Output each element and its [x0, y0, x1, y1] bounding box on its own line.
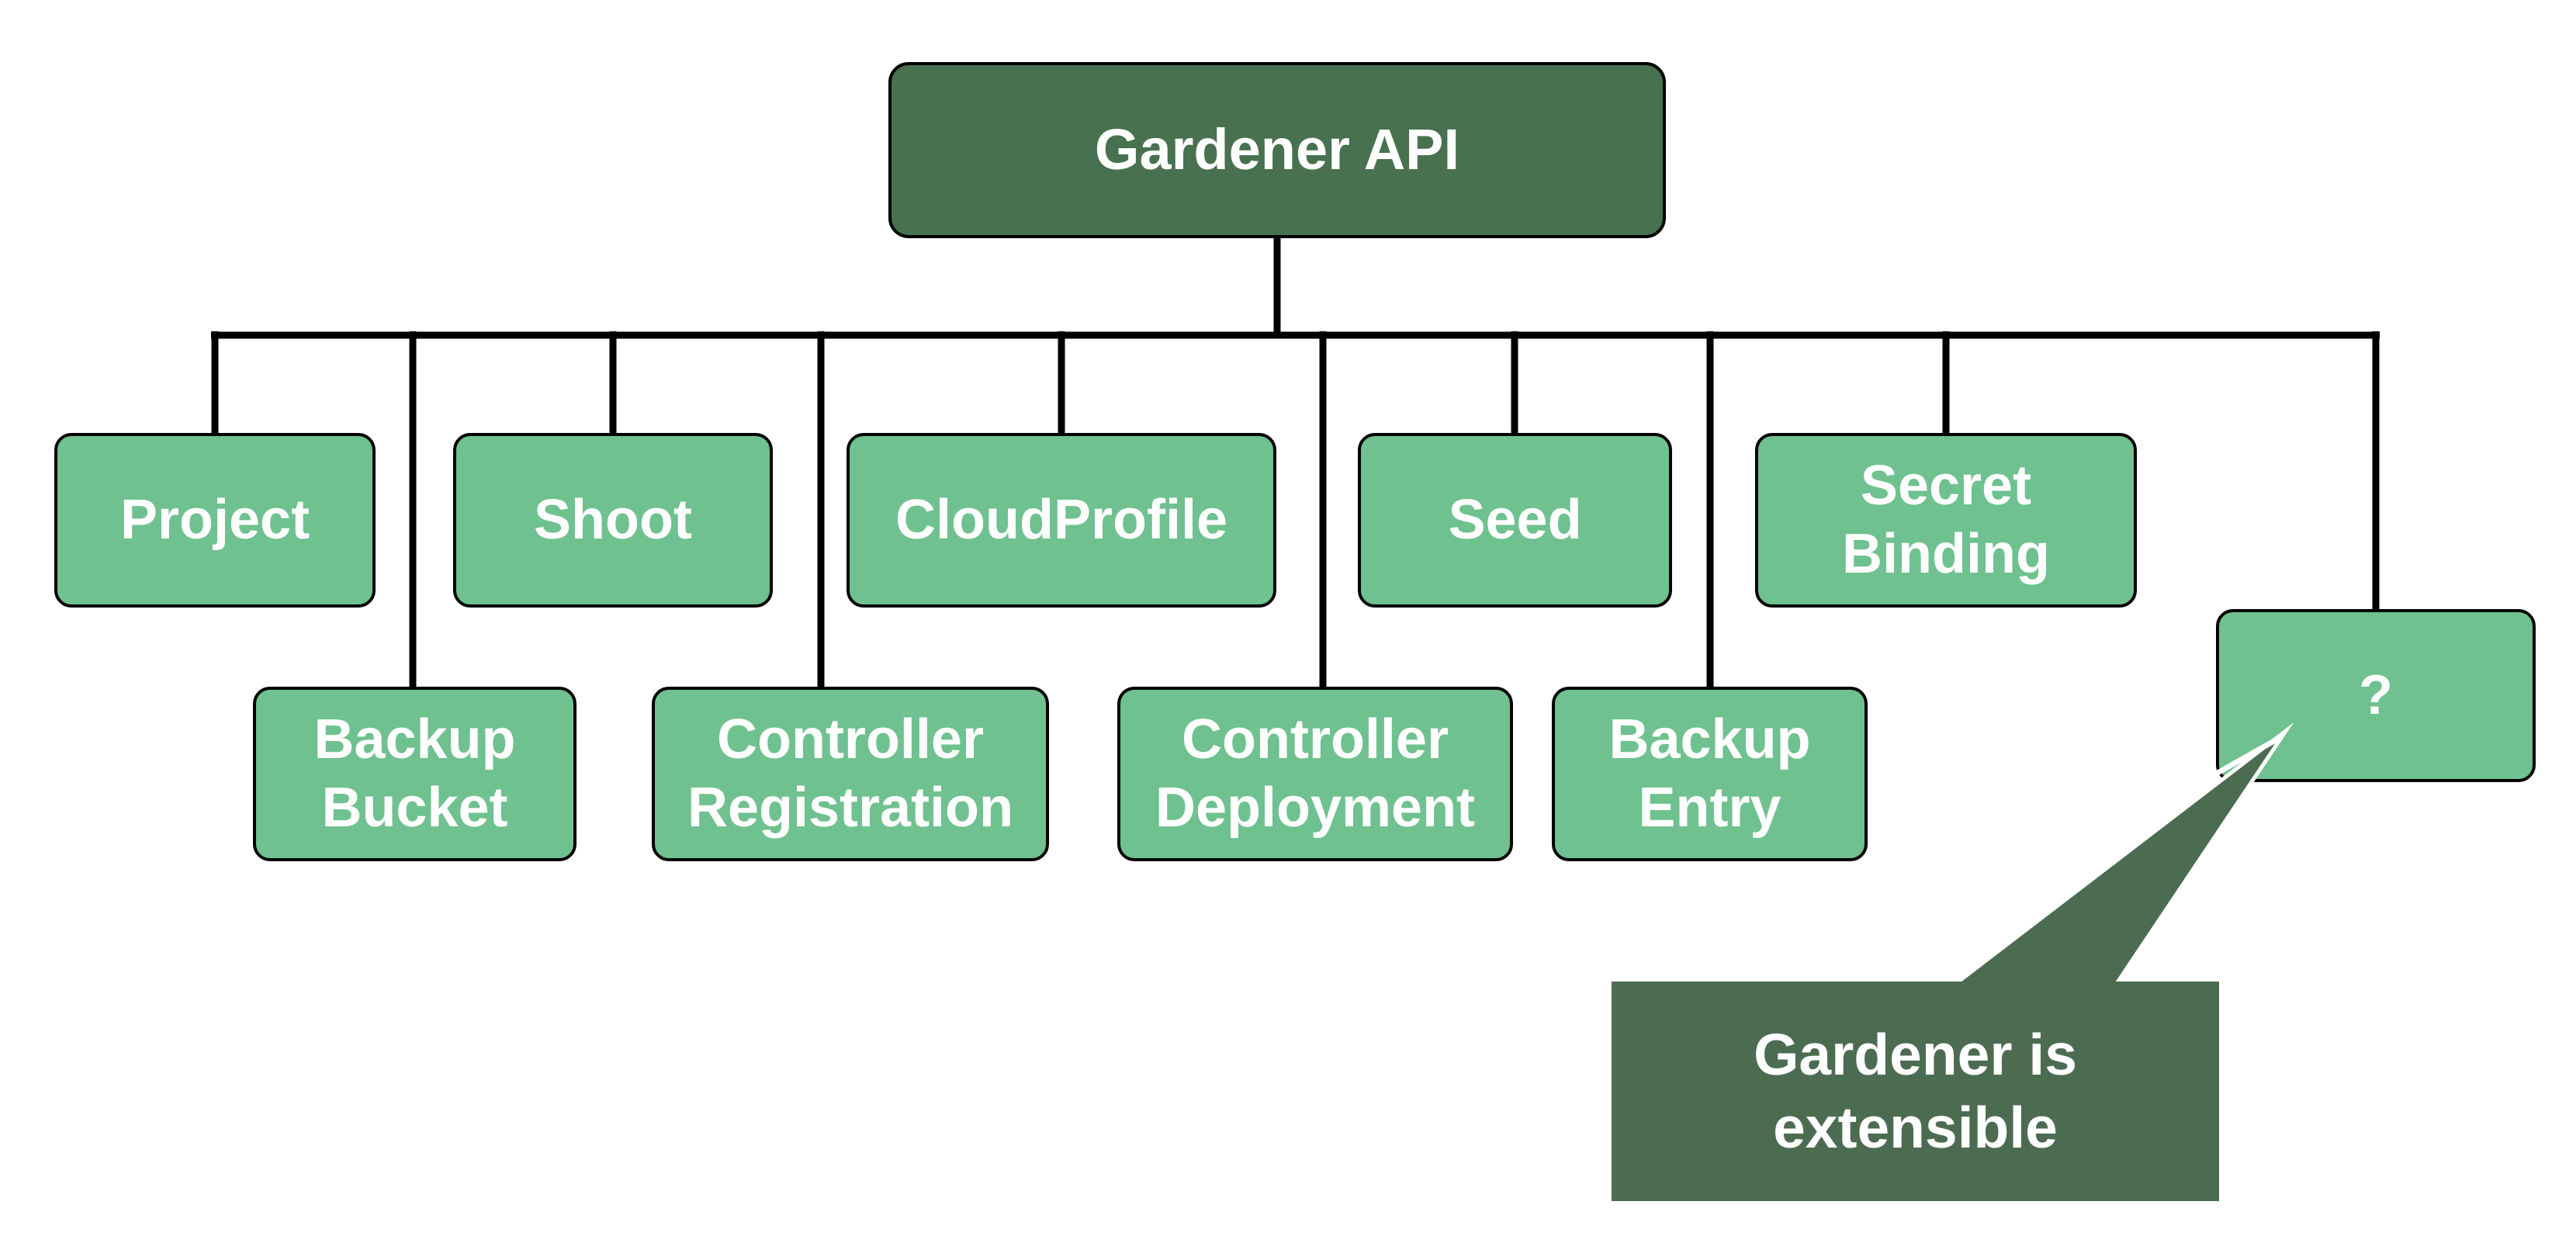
node-label: Backup Bucket	[313, 708, 516, 839]
node-label: Project	[119, 488, 310, 551]
node-backup-entry: Backup Entry	[1552, 687, 1868, 861]
node-question-mark: ?	[2216, 609, 2536, 782]
node-label: Shoot	[534, 488, 692, 551]
node-controller-registration: Controller Registration	[652, 687, 1049, 861]
node-label: Gardener API	[1094, 117, 1460, 182]
node-label: Controller Registration	[687, 708, 1014, 839]
node-project: Project	[54, 433, 376, 608]
node-cloudprofile: CloudProfile	[847, 433, 1276, 608]
node-label: ?	[2359, 663, 2393, 726]
node-label: Seed	[1448, 488, 1582, 551]
callout-gardener-extensible: Gardener is extensible	[1612, 982, 2219, 1201]
node-label: CloudProfile	[895, 488, 1227, 551]
node-shoot: Shoot	[453, 433, 773, 608]
node-label: Controller Deployment	[1155, 708, 1476, 839]
node-label: Secret Binding	[1842, 454, 2050, 585]
node-seed: Seed	[1358, 433, 1672, 608]
node-label: Backup Entry	[1608, 708, 1811, 839]
node-backup-bucket: Backup Bucket	[253, 687, 576, 861]
node-controller-deployment: Controller Deployment	[1117, 687, 1513, 861]
node-secret-binding: Secret Binding	[1755, 433, 2137, 608]
node-gardener-api: Gardener API	[888, 62, 1666, 238]
callout-label: Gardener is extensible	[1754, 1021, 2077, 1160]
